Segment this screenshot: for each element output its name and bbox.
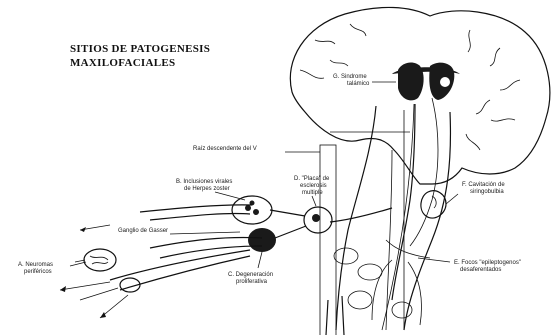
nerve-trunk-lower	[110, 250, 250, 290]
epileptogenic-focus-3	[348, 291, 372, 309]
leader-a	[70, 262, 86, 266]
ascending-pathway	[410, 98, 438, 246]
label-g-line-1: G. Sindrome	[333, 74, 367, 80]
label-f-line-1: F. Cavitación de	[462, 182, 505, 188]
plaque-core	[312, 214, 320, 222]
label-b-line-2: de Herpes zoster	[184, 186, 230, 192]
label-a-line-1: A. Neuromas	[18, 262, 53, 268]
label-d-line-1: D. "Placa" de	[294, 176, 330, 182]
label-d-line-2: esclerosis	[300, 183, 327, 189]
label-b-line-1: B. Inclusiones virales	[176, 179, 232, 185]
brainstem-right-edge	[404, 112, 450, 330]
nerve-trunk-middle	[150, 237, 262, 258]
arrowhead	[60, 286, 66, 292]
label-f-line-2: siringobulbia	[470, 189, 504, 195]
neuroma-squiggle	[90, 256, 108, 264]
peripheral-branches	[60, 225, 128, 318]
title-line-1: SITIOS DE PATOGENESIS	[70, 43, 210, 55]
label-g-line-2: talámico	[347, 81, 370, 87]
brain-outline	[290, 7, 549, 184]
leader-gasser	[170, 232, 240, 234]
title-line-2: MAXILOFACIALES	[70, 57, 175, 69]
label-c-line-1: C. Degeneración	[228, 272, 273, 278]
label-gasser: Ganglio de Gasser	[118, 228, 168, 234]
epileptogenic-focus-4	[392, 302, 412, 318]
spinal-tract	[386, 110, 404, 330]
epileptogenic-focus-1	[334, 248, 358, 264]
descending-tract	[392, 104, 415, 300]
vpm-nucleus	[440, 77, 450, 87]
leader-e	[418, 258, 450, 262]
spinal-cord-stub	[326, 296, 344, 335]
label-c-line-2: proliferativa	[236, 279, 268, 285]
leader-d	[312, 196, 316, 206]
leader-c	[258, 252, 262, 268]
peripheral-neuroma-1	[84, 249, 116, 271]
epileptogenic-focus-2	[358, 264, 382, 280]
label-d-line-3: multiple	[302, 190, 323, 196]
leader-b	[215, 192, 245, 200]
label-e-line-2: desaferentados	[460, 267, 501, 273]
arrowhead	[100, 312, 106, 318]
label-a-line-2: periféricos	[24, 269, 52, 275]
label-raiz: Raíz descendente del V	[193, 146, 257, 152]
proliferative-degeneration	[248, 228, 276, 252]
leader-f	[446, 194, 458, 204]
inclusion-dot	[253, 209, 259, 215]
herpes-inclusions-site	[232, 196, 272, 224]
root-to-stem	[270, 208, 392, 238]
label-e-line-1: E. Focos "epileptogenos"	[454, 260, 521, 266]
inclusion-dot	[245, 205, 251, 211]
brainstem-midline	[382, 104, 414, 330]
